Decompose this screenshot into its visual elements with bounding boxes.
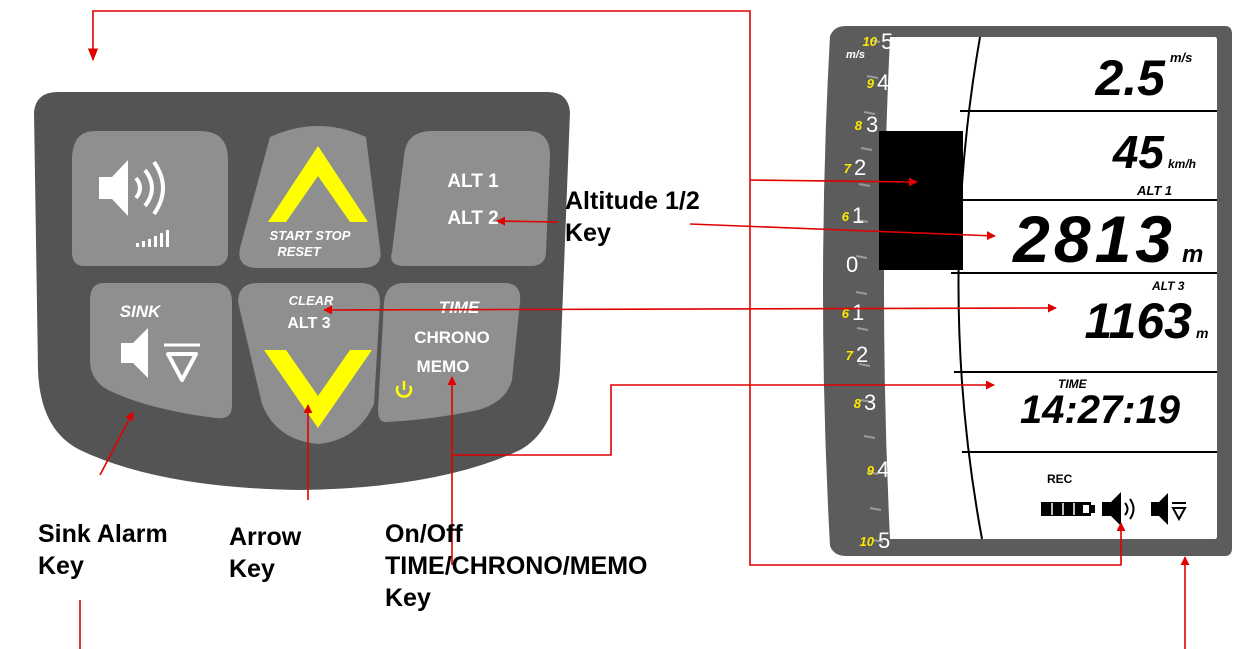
power-icon — [395, 381, 413, 398]
scale-yellow-up-8: 8 — [855, 118, 863, 133]
alt1-value: 2813 — [1011, 202, 1176, 276]
vario-bar — [879, 131, 963, 270]
scale-yellow-up-6: 6 — [842, 209, 850, 224]
arrow-down-icon — [264, 350, 372, 428]
arrow-down-key[interactable]: CLEAR ALT 3 — [238, 283, 380, 444]
leader-speaker-display — [749, 180, 1126, 566]
scale-white-down-4: 4 — [877, 457, 889, 482]
altitude-key[interactable]: ALT 1 ALT 2 — [391, 131, 550, 266]
scale-white-down-3: 3 — [864, 390, 876, 415]
scale-yellow-down-10: 10 — [860, 534, 875, 549]
display-face — [884, 37, 1217, 539]
time-key[interactable]: TIME CHRONO MEMO — [378, 283, 521, 422]
volume-bars-icon — [136, 230, 169, 247]
scale-yellow-up-7: 7 — [844, 161, 852, 176]
alt3-value: 1163 — [1084, 293, 1192, 349]
callout-onoff-key: On/Off TIME/CHRONO/MEMO Key — [385, 520, 648, 612]
scale-white-up-4: 4 — [877, 70, 889, 95]
vario-value: 2.5 — [1094, 50, 1166, 106]
vario-scale-ticks — [855, 39, 884, 543]
leader-time — [452, 380, 995, 456]
time-label: TIME — [1058, 377, 1088, 391]
reset-label: RESET — [277, 244, 321, 259]
leader-bar — [749, 177, 918, 187]
speed-unit: km/h — [1168, 157, 1196, 171]
sink-key[interactable]: SINK — [90, 283, 232, 419]
scale-white-up-1: 1 — [852, 203, 864, 228]
scale-white-up-2: 2 — [854, 155, 866, 180]
speaker-sink-icon — [121, 328, 200, 382]
rec-label: REC — [1047, 472, 1073, 486]
callout-sink-alarm-key: Sink Alarm Key — [38, 520, 168, 580]
scale-unit: m/s — [846, 49, 865, 61]
arrow-up-icon — [268, 146, 368, 222]
scale-yellow-down-7: 7 — [846, 348, 854, 363]
speed-value: 45 — [1112, 126, 1166, 178]
scale-white-up-3: 3 — [866, 112, 878, 137]
display-row-lines — [951, 110, 1217, 453]
memo-key-label: MEMO — [417, 357, 470, 376]
volume-key[interactable] — [72, 131, 228, 266]
keypad: START STOP RESET ALT 1 ALT 2 SINK CLEAR … — [34, 92, 570, 490]
start-stop-label: START STOP — [270, 228, 351, 243]
scale-yellow-down-9: 9 — [867, 463, 875, 478]
speaker-on-icon — [1102, 492, 1135, 526]
speaker-volume-icon — [99, 160, 165, 216]
scale-yellow-up-10: 10 — [863, 34, 878, 49]
alt3-label: ALT 3 — [1151, 279, 1185, 293]
leader-sink-key — [99, 411, 134, 476]
leader-alt-display — [689, 223, 996, 241]
scale-zero: 0 — [846, 252, 858, 277]
speaker-sink-icon — [1151, 493, 1187, 525]
clear-label: CLEAR — [289, 293, 334, 308]
alt2-key-label: ALT 2 — [447, 208, 498, 229]
callout-altitude-key: Altitude 1/2 Key — [565, 187, 700, 247]
alt3-unit: m — [1196, 325, 1208, 341]
scale-yellow-down-8: 8 — [854, 396, 862, 411]
alt3-key-label: ALT 3 — [287, 315, 330, 332]
display: m/s 10 5 9 4 8 3 7 2 6 1 0 6 1 7 2 8 3 9… — [823, 26, 1232, 556]
scale-yellow-up-9: 9 — [867, 76, 875, 91]
scale-white-down-1: 1 — [852, 300, 864, 325]
scale-white-down-2: 2 — [856, 342, 868, 367]
leader-lines — [79, 10, 1190, 649]
chrono-key-label: CHRONO — [414, 328, 490, 347]
vario-unit: m/s — [1170, 50, 1192, 65]
alt1-label: ALT 1 — [1136, 183, 1172, 198]
callout-arrow-key: Arrow Key — [229, 523, 302, 583]
leader-alt-key — [496, 216, 559, 226]
display-curve — [957, 36, 983, 540]
time-key-label: TIME — [439, 298, 480, 317]
scale-white-down-5: 5 — [878, 528, 890, 553]
battery-icon — [1041, 502, 1095, 516]
sink-key-label: SINK — [120, 302, 162, 321]
alt1-unit: m — [1182, 241, 1203, 268]
time-value: 14:27:19 — [1020, 388, 1181, 432]
leader-volume-to-display — [87, 10, 751, 180]
alt1-key-label: ALT 1 — [447, 171, 499, 192]
arrow-up-key[interactable]: START STOP RESET — [239, 126, 381, 268]
leader-alt3 — [323, 303, 1057, 315]
